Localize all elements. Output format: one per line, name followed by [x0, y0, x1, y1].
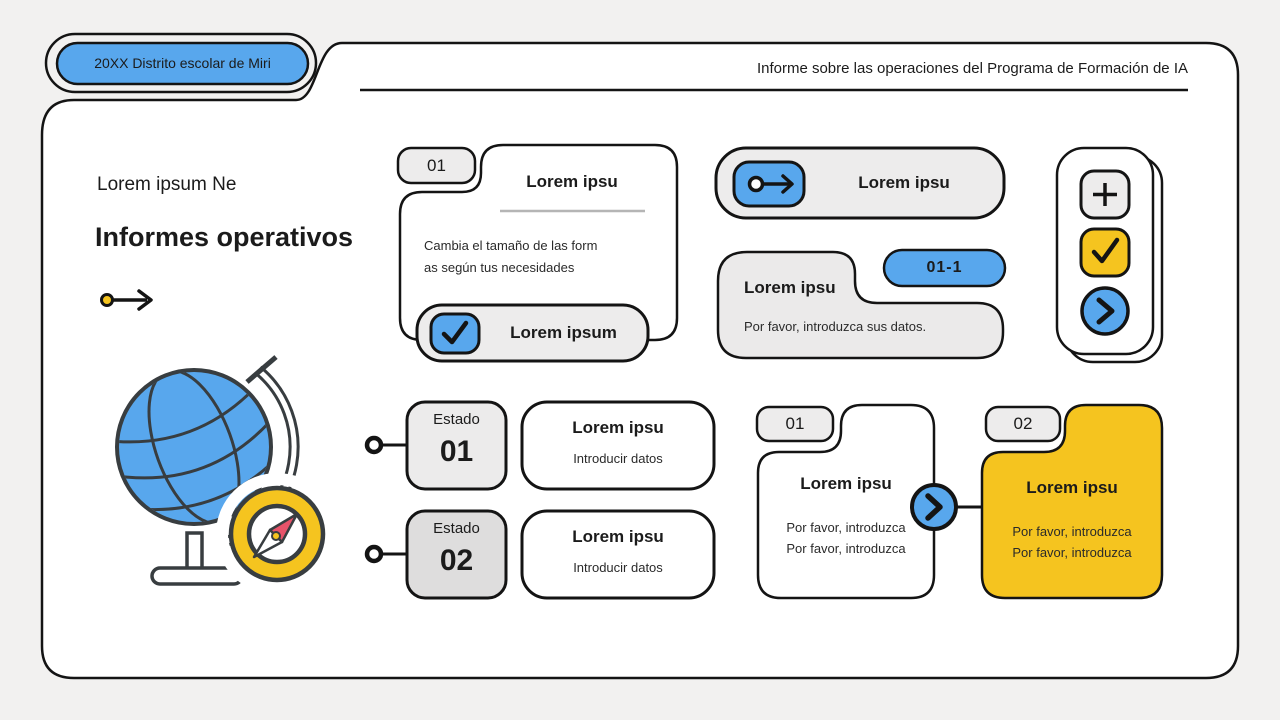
status01-body: Introducir datos	[573, 450, 663, 466]
card01-1-body: Por favor, introduzca sus datos.	[744, 319, 927, 334]
page-title: Informes operativos	[95, 222, 354, 252]
checkbox-button[interactable]: Lorem ipsum	[510, 323, 617, 343]
sub-badge: 01-1	[926, 258, 963, 276]
card01-1-title: Lorem ipsu	[744, 278, 836, 297]
action-button[interactable]: Lorem ipsu	[858, 173, 950, 193]
chevron-right-icon[interactable]	[1080, 286, 1130, 336]
status02-label: Estado	[433, 520, 480, 538]
step01-line1: Por favor, introduzca	[786, 519, 906, 535]
connector	[364, 544, 407, 564]
card01-line2: as según tus necesidades	[424, 260, 575, 275]
step01-tab: 01	[785, 414, 805, 434]
card01-line1: Cambia el tamaño de las form	[424, 238, 598, 253]
step01-body	[756, 403, 936, 600]
status02-card	[520, 509, 716, 600]
badge-pill[interactable]: 20XX Distrito escolar de Miri	[94, 55, 271, 72]
badge-pill-shape	[55, 41, 310, 86]
card01-title: Lorem ipsu	[526, 172, 618, 192]
status02-box	[405, 509, 508, 600]
status02-number: 02	[439, 543, 474, 577]
checkmark-icon[interactable]	[1079, 227, 1131, 278]
step02-line1: Por favor, introduzca	[1012, 523, 1132, 539]
checkmark-icon	[429, 312, 481, 355]
card01-1-body	[716, 250, 1005, 360]
intro-eyebrow: Lorem ipsum Ne	[97, 174, 237, 195]
step02-title: Lorem ipsu	[1026, 478, 1118, 498]
arrow-right-icon	[100, 289, 153, 311]
card01-tab: 01	[427, 155, 446, 175]
status01-card	[520, 400, 716, 491]
step02-tab: 02	[1013, 414, 1033, 434]
status01-label: Estado	[433, 411, 480, 429]
status02-title: Lorem ipsu	[572, 527, 664, 547]
status01-number: 01	[439, 434, 474, 468]
step02-tab-shape	[984, 405, 1062, 443]
card01-tab-shape	[396, 146, 477, 185]
compass-icon	[216, 473, 338, 595]
step01-title: Lorem ipsu	[800, 474, 892, 494]
sub-badge-shape	[882, 248, 1007, 288]
chevron-right-icon[interactable]	[910, 483, 958, 531]
step01-line2: Por favor, introduzca	[786, 540, 906, 556]
connector	[364, 435, 407, 455]
header-title: Informe sobre las operaciones del Progra…	[756, 60, 1188, 77]
step01-tab-shape	[755, 405, 835, 443]
plus-icon[interactable]	[1079, 169, 1131, 220]
status01-box	[405, 400, 508, 491]
arrow-right-icon	[732, 160, 806, 208]
status01-title: Lorem ipsu	[572, 418, 664, 438]
step02-body	[980, 403, 1164, 600]
status02-body: Introducir datos	[573, 559, 663, 575]
step02-line2: Por favor, introduzca	[1012, 544, 1132, 560]
